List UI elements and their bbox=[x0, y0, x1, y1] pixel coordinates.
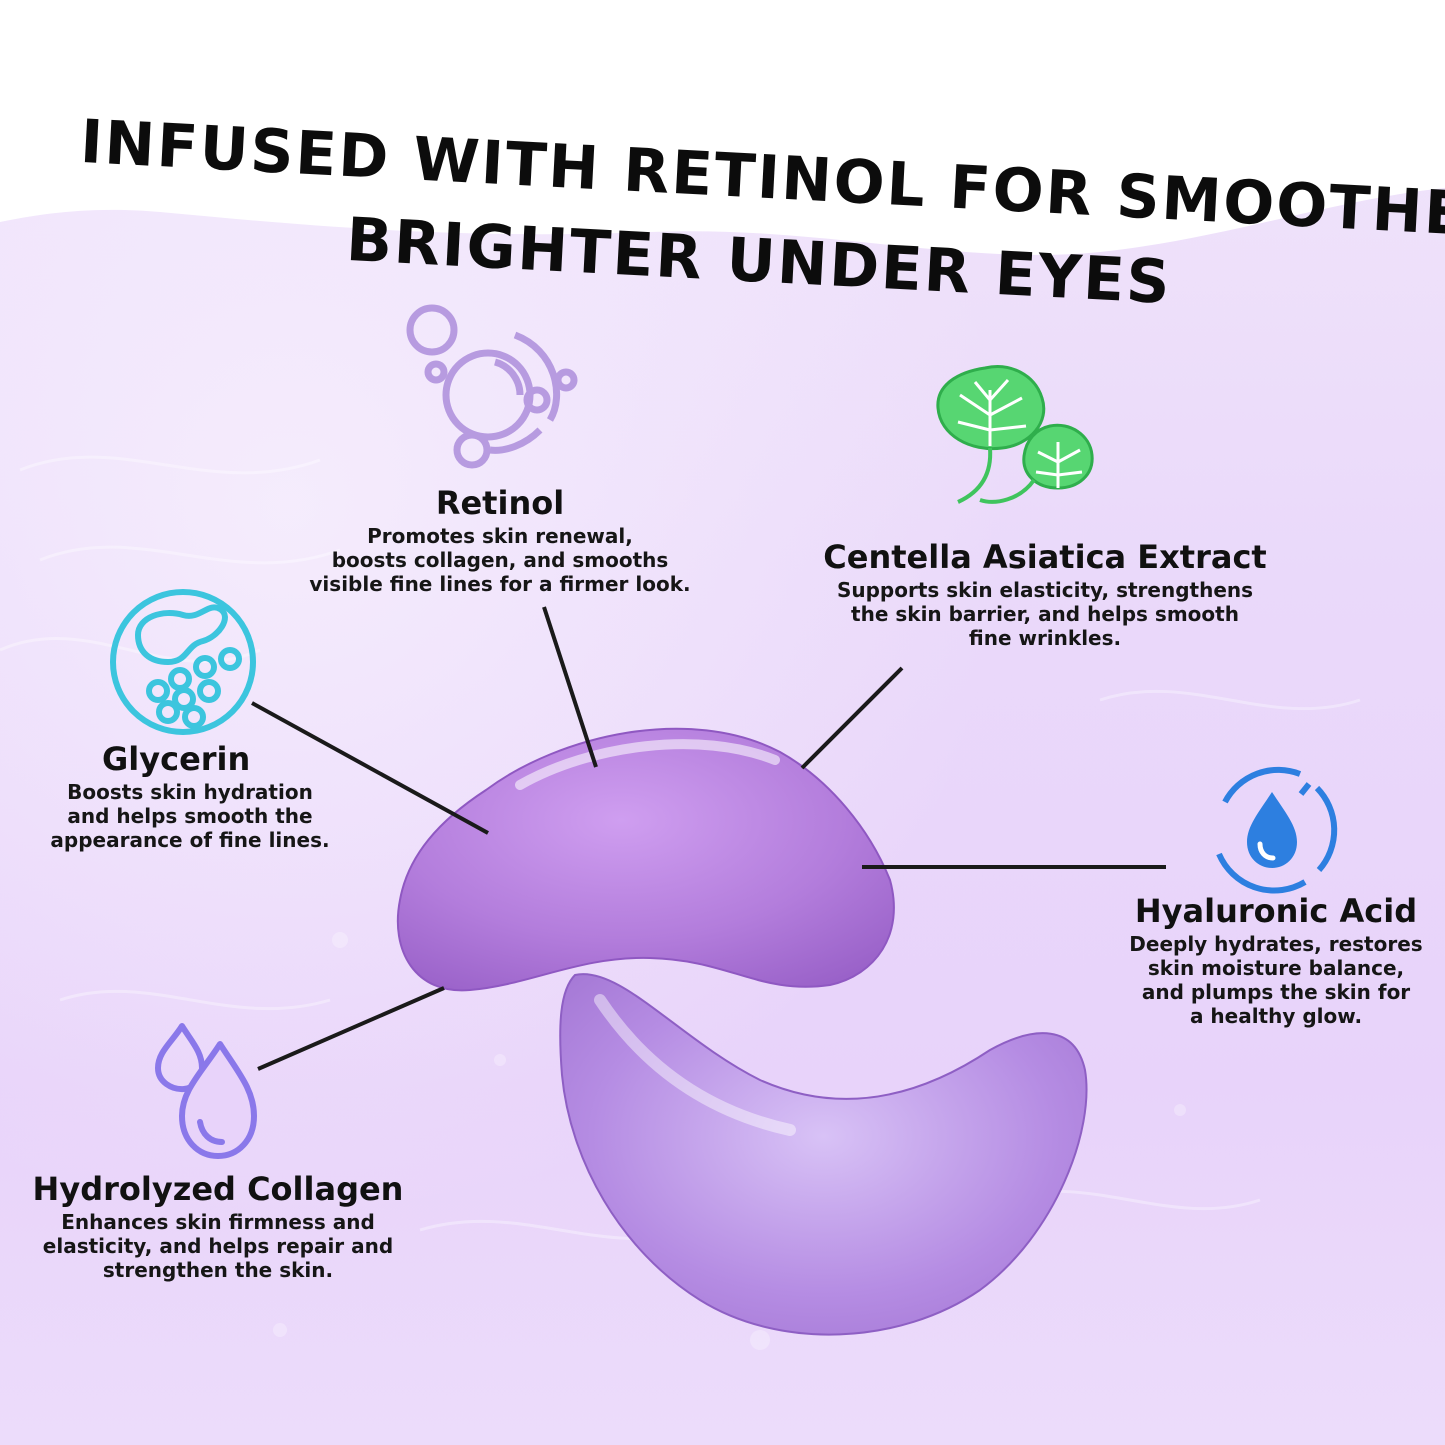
glycerin-callout-line bbox=[251, 701, 489, 835]
lower-patch-highlight bbox=[594, 994, 796, 1136]
glycerin-callout: Glycerin Boosts skin hydration and helps… bbox=[30, 740, 350, 852]
retinol-desc-line: visible fine lines for a firmer look. bbox=[309, 572, 691, 597]
hyaluronic-desc-line: and plumps the skin for bbox=[1141, 980, 1411, 1005]
retinol-callout-line bbox=[542, 606, 598, 768]
molecule-bubbles-icon bbox=[406, 304, 578, 469]
collagen-title: Hydrolyzed Collagen bbox=[32, 1170, 404, 1208]
glycerin-description: Boosts skin hydration and helps smooth t… bbox=[30, 780, 350, 852]
centella-callout-line bbox=[800, 666, 904, 770]
centella-callout: Centella Asiatica Extract Supports skin … bbox=[815, 538, 1275, 650]
water-droplets bbox=[273, 932, 1186, 1350]
hyaluronic-callout: Hyaluronic Acid Deeply hydrates, restore… bbox=[1115, 892, 1437, 1028]
retinol-callout: Retinol Promotes skin renewal, boosts co… bbox=[290, 484, 710, 596]
centella-title: Centella Asiatica Extract bbox=[823, 538, 1267, 576]
hyaluronic-title: Hyaluronic Acid bbox=[1134, 892, 1418, 930]
centella-desc-line: Supports skin elasticity, strengthens bbox=[836, 578, 1254, 603]
upper-eye-patch bbox=[396, 727, 895, 992]
glycerin-cell-icon bbox=[110, 589, 256, 735]
glycerin-desc-line: and helps smooth the bbox=[67, 804, 313, 829]
hyaluronic-desc-line: a healthy glow. bbox=[1189, 1004, 1363, 1029]
retinol-title: Retinol bbox=[435, 484, 565, 522]
retinol-desc-line: boosts collagen, and smooths bbox=[331, 548, 669, 573]
centella-desc-line: fine wrinkles. bbox=[968, 626, 1122, 651]
double-drop-icon bbox=[155, 1023, 257, 1159]
glycerin-title: Glycerin bbox=[102, 740, 251, 778]
collagen-desc-line: strengthen the skin. bbox=[102, 1258, 334, 1283]
centella-desc-line: the skin barrier, and helps smooth bbox=[851, 602, 1239, 627]
lower-eye-patch bbox=[559, 973, 1088, 1336]
centella-leaf-icon bbox=[936, 365, 1094, 504]
water-drop-icon bbox=[1216, 766, 1338, 894]
hyaluronic-desc-line: skin moisture balance, bbox=[1147, 956, 1405, 981]
upper-patch-highlight bbox=[515, 739, 780, 790]
centella-description: Supports skin elasticity, strengthens th… bbox=[815, 578, 1275, 650]
glycerin-desc-line: appearance of fine lines. bbox=[50, 828, 330, 853]
hyaluronic-desc-line: Deeply hydrates, restores bbox=[1129, 932, 1423, 957]
collagen-callout-line bbox=[257, 986, 445, 1071]
hyaluronic-description: Deeply hydrates, restores skin moisture … bbox=[1115, 932, 1437, 1028]
glycerin-desc-line: Boosts skin hydration bbox=[67, 780, 313, 805]
retinol-description: Promotes skin renewal, boosts collagen, … bbox=[290, 524, 710, 596]
collagen-desc-line: Enhances skin firmness and bbox=[61, 1210, 375, 1235]
collagen-description: Enhances skin firmness and elasticity, a… bbox=[18, 1210, 418, 1282]
collagen-desc-line: elasticity, and helps repair and bbox=[42, 1234, 394, 1259]
top-white-wave bbox=[0, 0, 1445, 255]
retinol-desc-line: Promotes skin renewal, bbox=[367, 524, 633, 549]
collagen-callout: Hydrolyzed Collagen Enhances skin firmne… bbox=[18, 1170, 418, 1282]
